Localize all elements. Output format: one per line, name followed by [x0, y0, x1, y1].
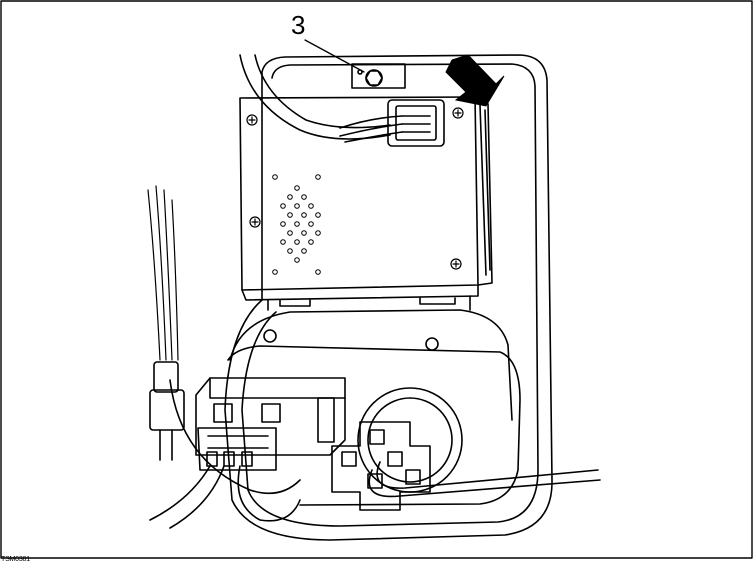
figure-code: TSM0381 [1, 556, 30, 563]
mounting-screw [357, 69, 383, 87]
mount-hole-right [425, 337, 439, 351]
callout-leader [304, 39, 365, 73]
cable-lower-left-2 [169, 379, 301, 495]
square-connector [331, 421, 431, 511]
relay-block [195, 377, 346, 456]
callout-number: 3 [291, 10, 306, 40]
inline-connector [149, 361, 185, 461]
board-tabs [279, 297, 456, 307]
cable-lower-right-2 [376, 461, 599, 489]
mount-hole-left [263, 329, 277, 343]
wire-bundle [147, 185, 179, 361]
lower-compartment [227, 345, 521, 506]
board-panel-side [241, 284, 479, 301]
board-connector [339, 99, 445, 147]
housing-wall [479, 104, 491, 276]
cable-lower-right [368, 469, 601, 498]
housing-inner-rim [241, 63, 539, 527]
cable-top-inner [254, 54, 391, 129]
cable-lower-left [149, 465, 301, 529]
ventilation-holes [272, 174, 321, 275]
cable-top [239, 54, 391, 140]
compartment-rim [229, 309, 513, 421]
board-panel [239, 96, 479, 291]
arrow-icon [445, 54, 505, 107]
housing-outline [224, 54, 553, 541]
board-screws [246, 107, 464, 270]
